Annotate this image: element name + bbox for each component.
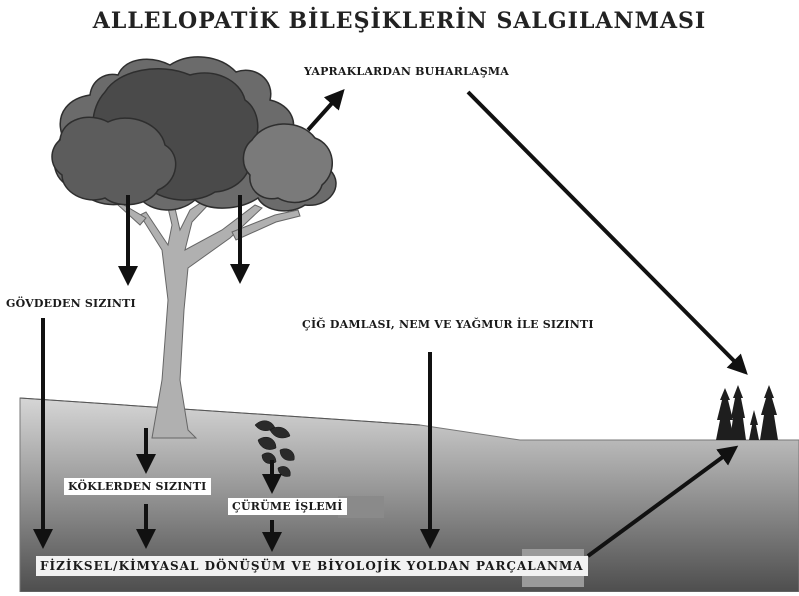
label-root-leakage: KÖKLERDEN SIZINTI (64, 478, 211, 495)
arrow-canopy-to-evaporation (308, 92, 342, 130)
label-decay-process: ÇÜRÜME İŞLEMİ (228, 498, 347, 515)
tree-canopy (52, 57, 336, 211)
label-stem-leakage: GÖVDEDEN SIZINTI (6, 297, 136, 310)
conifer-2 (730, 385, 746, 440)
small-trees (716, 385, 778, 440)
diagram-title: ALLELOPATİK BİLEŞİKLERİN SALGILANMASI (0, 8, 799, 34)
tree-trunk (112, 190, 300, 438)
conifer-4 (760, 385, 778, 440)
conifer-3 (749, 410, 759, 440)
label-transformation: FİZİKSEL/KİMYASAL DÖNÜŞÜM VE BİYOLOJİK Y… (36, 556, 588, 576)
label-leaf-evaporation: YAPRAKLARDAN BUHARLAŞMA (304, 65, 509, 78)
label-dew-rain-leakage: ÇİĞ DAMLASI, NEM VE YAĞMUR İLE SIZINTI (302, 318, 594, 331)
